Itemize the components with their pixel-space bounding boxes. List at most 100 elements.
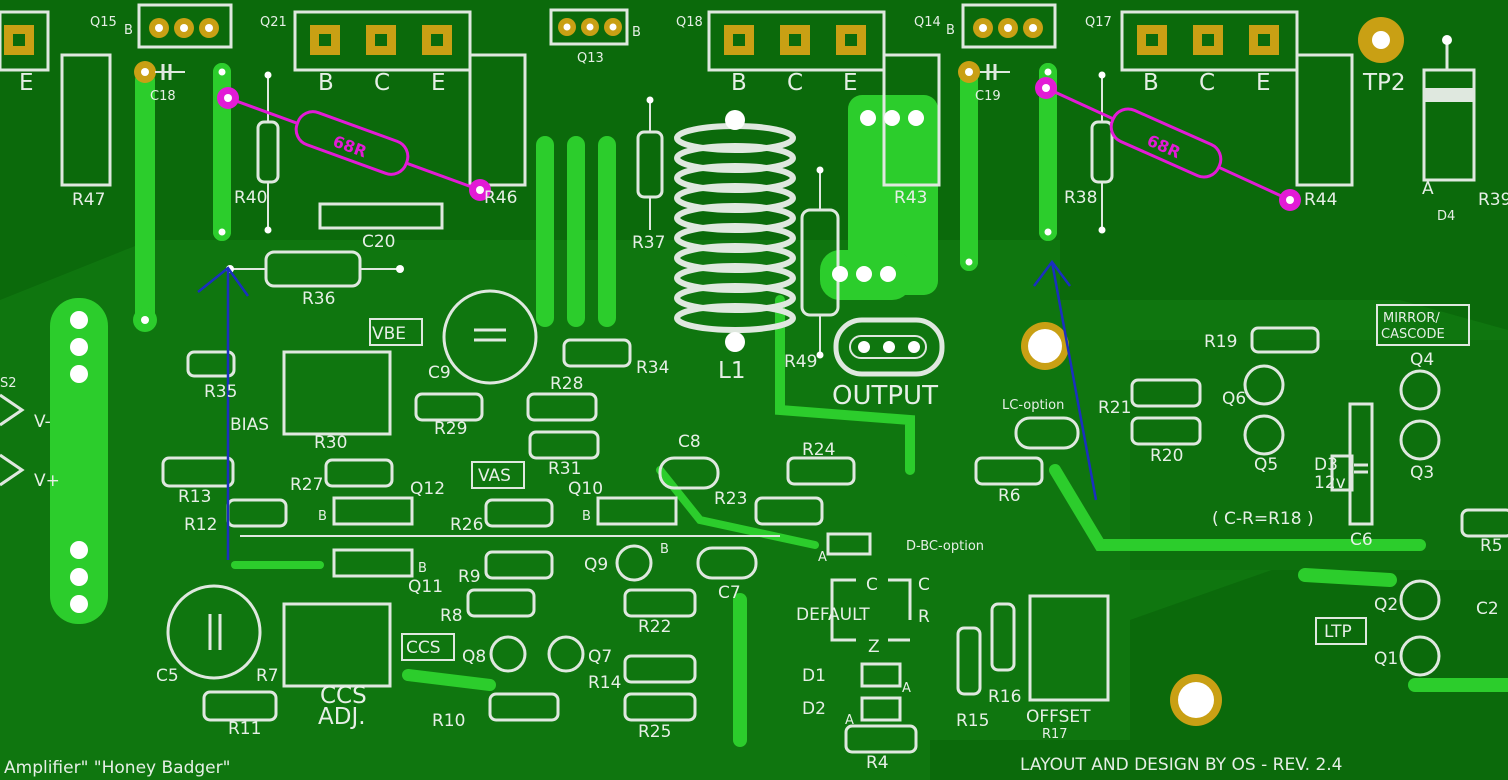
silkscreen-label: Q18 bbox=[676, 15, 703, 30]
silkscreen-label: V+ bbox=[34, 471, 60, 491]
silkscreen-label: C9 bbox=[428, 363, 451, 383]
silkscreen-label: CCS bbox=[320, 683, 367, 709]
silkscreen-label: C5 bbox=[156, 666, 179, 686]
silkscreen-label: R40 bbox=[234, 188, 267, 208]
silkscreen-label: 12v bbox=[1314, 473, 1346, 493]
silkscreen-label: E bbox=[1256, 70, 1271, 96]
silkscreen-label: R19 bbox=[1204, 332, 1237, 352]
silkscreen-label: R bbox=[918, 607, 930, 627]
silkscreen-label: OUTPUT bbox=[832, 381, 938, 411]
silkscreen-label: Q21 bbox=[260, 15, 287, 30]
horizontal-resistors bbox=[161, 202, 1508, 754]
silkscreen-label: R9 bbox=[458, 567, 481, 587]
silkscreen-label: A bbox=[1422, 179, 1434, 199]
silkscreen-label: R47 bbox=[72, 190, 105, 210]
silkscreen-label: Q11 bbox=[408, 577, 443, 597]
silkscreen-label: LTP bbox=[1324, 622, 1352, 642]
silkscreen-label: B bbox=[318, 509, 327, 524]
silkscreen-label: E bbox=[19, 70, 34, 96]
silkscreen-label: CCS bbox=[406, 638, 441, 658]
left-rail-pads bbox=[0, 311, 88, 613]
silkscreen-label: Q12 bbox=[410, 479, 445, 499]
silkscreen-label: R10 bbox=[432, 711, 465, 731]
silkscreen-label: TP2 bbox=[1362, 70, 1406, 96]
silkscreen-label: C18 bbox=[150, 89, 176, 104]
silkscreen-label: VAS bbox=[478, 466, 511, 486]
silkscreen-label: R29 bbox=[434, 419, 467, 439]
silkscreen-label: R8 bbox=[440, 606, 463, 626]
silkscreen-label: Q13 bbox=[577, 51, 604, 66]
silkscreen-label: R4 bbox=[866, 753, 889, 773]
silkscreen-label: R11 bbox=[228, 719, 261, 739]
silkscreen-label: B bbox=[632, 25, 641, 40]
silkscreen-label: C19 bbox=[975, 89, 1001, 104]
silkscreen-label: R21 bbox=[1098, 398, 1131, 418]
silkscreen-label: Q10 bbox=[568, 479, 603, 499]
silkscreen-label: CASCODE bbox=[1381, 327, 1445, 342]
copper-pour-right bbox=[1130, 340, 1508, 570]
silkscreen-label: Q14 bbox=[914, 15, 941, 30]
silkscreen-label: R5 bbox=[1480, 536, 1503, 556]
magenta-68r-mod: 68R 68R bbox=[217, 77, 1301, 211]
silkscreen-label: R26 bbox=[450, 515, 483, 535]
silkscreen-label: OFFSET bbox=[1026, 707, 1091, 727]
silkscreen-label: C7 bbox=[718, 583, 741, 603]
silkscreen-label: R25 bbox=[638, 722, 671, 742]
silkscreen-label: B bbox=[418, 561, 427, 576]
silkscreen-label: R49 bbox=[784, 352, 817, 372]
silkscreen-label: B bbox=[318, 70, 334, 96]
silkscreen-label: Q9 bbox=[584, 555, 608, 575]
silkscreen-label: R27 bbox=[290, 475, 323, 495]
silkscreen-label: R28 bbox=[550, 374, 583, 394]
silkscreen-label: R17 bbox=[1042, 727, 1068, 742]
silkscreen-label: Q2 bbox=[1374, 595, 1398, 615]
silkscreen-label: Z bbox=[868, 637, 880, 657]
silkscreen-label: B bbox=[1143, 70, 1159, 96]
silkscreen-label: B bbox=[731, 70, 747, 96]
silkscreen-label: A bbox=[845, 713, 854, 728]
silkscreen-label: R12 bbox=[184, 515, 217, 535]
silkscreen-label: B bbox=[946, 23, 955, 38]
silkscreen-label: Q8 bbox=[462, 647, 486, 667]
silkscreen-label: L1 bbox=[718, 358, 745, 384]
silkscreen-label: MIRROR/ bbox=[1383, 311, 1440, 326]
silkscreen-label: R20 bbox=[1150, 446, 1183, 466]
silkscreen-label: Q7 bbox=[588, 647, 612, 667]
silkscreen-label: R31 bbox=[548, 459, 581, 479]
default-jumper bbox=[830, 578, 912, 642]
silkscreen-label: R15 bbox=[956, 711, 989, 731]
label-boxes bbox=[369, 304, 1470, 661]
silkscreen-label: C2 bbox=[1476, 599, 1499, 619]
silkscreen-label: C bbox=[918, 575, 930, 595]
silkscreen-label: C bbox=[1199, 70, 1215, 96]
silkscreen-label: R14 bbox=[588, 673, 621, 693]
silkscreen-label: C8 bbox=[678, 432, 701, 452]
blue-arrow-left bbox=[197, 266, 250, 560]
silkscreen-label: DEFAULT bbox=[796, 605, 870, 625]
silkscreen-label: B bbox=[582, 509, 591, 524]
silkscreen-label: Q1 bbox=[1374, 649, 1398, 669]
silkscreen-label: C20 bbox=[362, 232, 396, 252]
silkscreen-label: R46 bbox=[484, 188, 517, 208]
silkscreen-label: R16 bbox=[988, 687, 1021, 707]
silkscreen-label: VBE bbox=[372, 324, 406, 344]
silkscreen-label: R38 bbox=[1064, 188, 1097, 208]
silkscreen-label: E bbox=[843, 70, 858, 96]
design-credit: LAYOUT AND DESIGN BY OS - REV. 2.4 bbox=[1020, 755, 1342, 775]
silkscreen-label: D4 bbox=[1437, 209, 1455, 224]
silkscreen-label: R43 bbox=[894, 188, 927, 208]
silkscreen-label: S2 bbox=[0, 376, 17, 391]
silkscreen-label: R35 bbox=[204, 382, 237, 402]
silkscreen-label: R13 bbox=[178, 487, 211, 507]
silkscreen-label: R7 bbox=[256, 666, 279, 686]
silkscreen-label: Q6 bbox=[1222, 389, 1246, 409]
silkscreen-label: ADJ. bbox=[318, 704, 366, 730]
blue-arrow-right bbox=[1033, 259, 1098, 501]
capacitors bbox=[166, 289, 1374, 680]
silkscreen-label: R24 bbox=[802, 440, 835, 460]
silkscreen-label: R30 bbox=[314, 433, 347, 453]
power-transistor-row bbox=[0, 3, 1476, 187]
silkscreen-label: Q15 bbox=[90, 15, 117, 30]
